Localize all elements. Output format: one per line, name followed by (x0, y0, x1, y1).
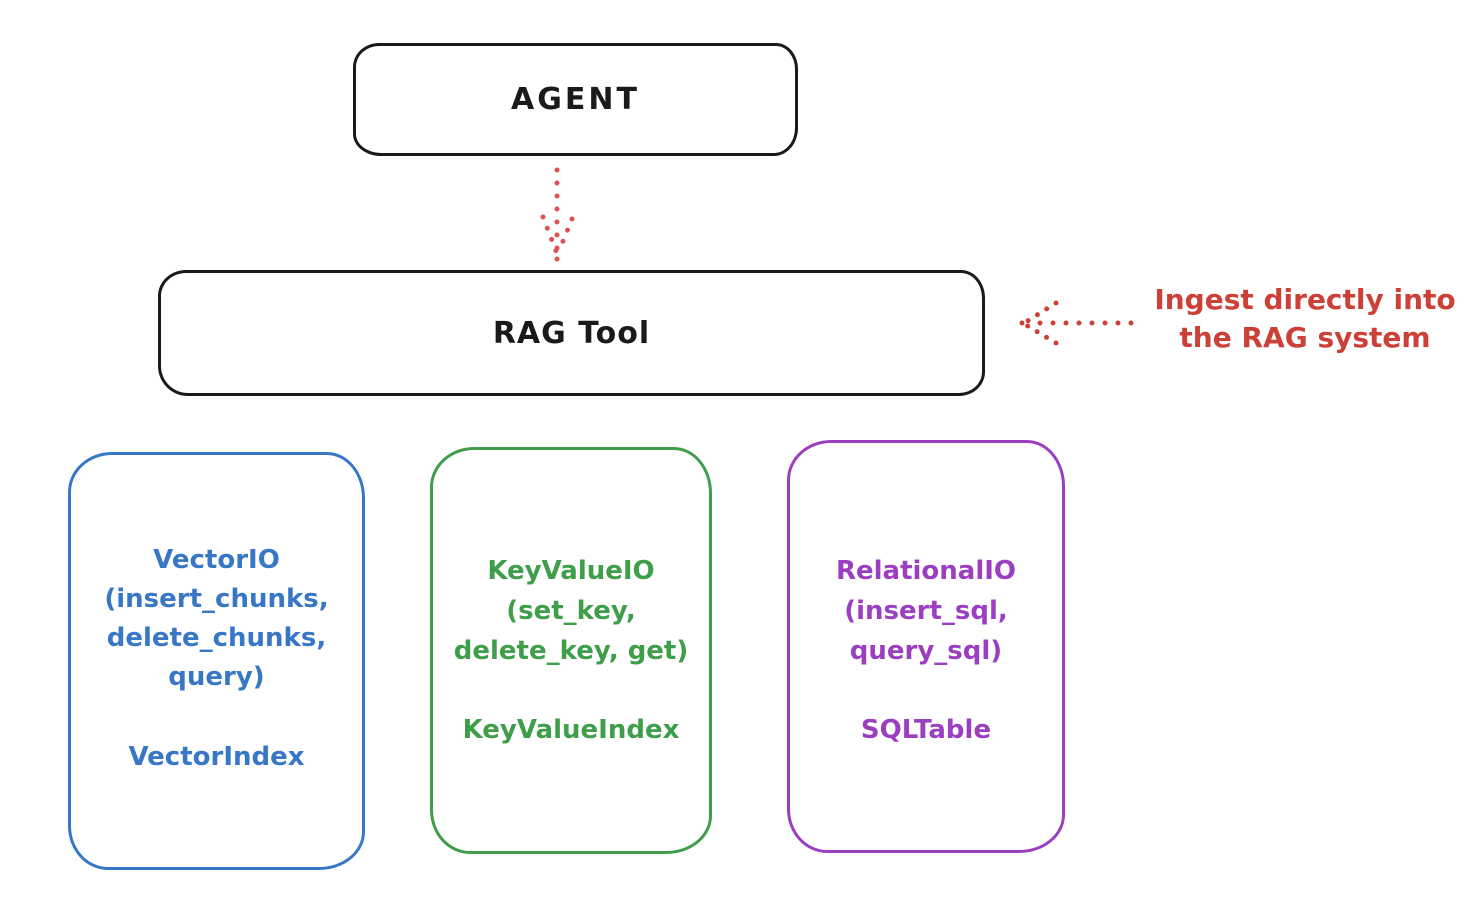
key-value-io-line1: KeyValueIO (487, 556, 655, 586)
relational-io-line3: query_sql) (849, 636, 1003, 666)
rag-tool-node: RAG Tool (158, 270, 985, 396)
sql-table-label: SQLTable (860, 715, 992, 745)
relational-io-line1: RelationalIO (835, 556, 1017, 586)
ingest-annotation-line2: the RAG system (1179, 321, 1431, 354)
relational-io-label: RelationalIO (insert_sql, query_sql) (787, 551, 1065, 671)
vector-io-label: VectorIO (insert_chunks, delete_chunks, … (68, 541, 365, 697)
rag-tool-node-label: RAG Tool (492, 315, 651, 351)
relational-io-line2: (insert_sql, (844, 596, 1008, 626)
agent-node-label: AGENT (511, 82, 640, 117)
agent-node: AGENT (353, 43, 798, 156)
relational-io-box (787, 440, 1065, 853)
ingest-annotation: Ingest directly into the RAG system (1140, 281, 1470, 357)
ingest-annotation-arrow-icon (1019, 300, 1134, 346)
vector-io-line3: delete_chunks, (106, 623, 327, 653)
vector-io-box (68, 452, 365, 870)
vector-io-line4: query) (168, 662, 265, 692)
key-value-index-label: KeyValueIndex (462, 715, 680, 745)
key-value-io-box (430, 447, 712, 854)
vector-io-line2: (insert_chunks, (104, 584, 329, 614)
vector-index-label: VectorIndex (128, 742, 305, 772)
ingest-annotation-line1: Ingest directly into (1154, 283, 1456, 316)
key-value-io-line3: delete_key, get) (453, 636, 689, 666)
agent-to-rag-arrow-icon (540, 167, 575, 262)
key-value-io-line2: (set_key, (506, 596, 636, 626)
key-value-io-label: KeyValueIO (set_key, delete_key, get) (430, 551, 712, 671)
vector-io-line1: VectorIO (153, 545, 280, 575)
